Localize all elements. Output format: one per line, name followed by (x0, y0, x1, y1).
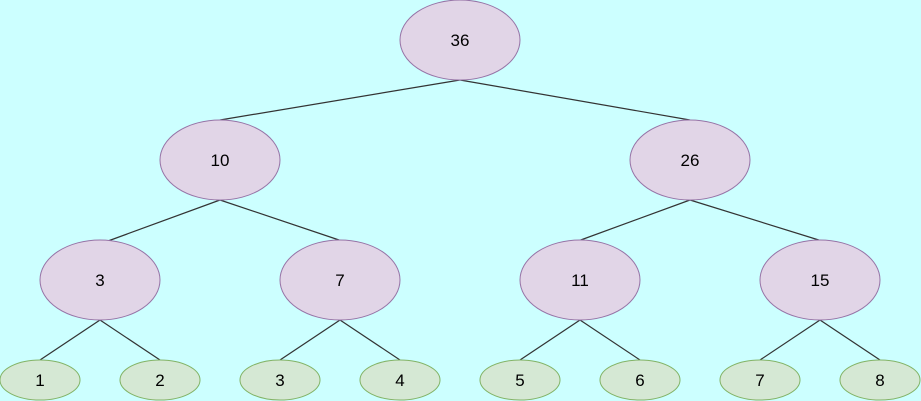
edge-root-to-26 (459, 79, 691, 121)
tree-node-level1-right: 26 (629, 119, 751, 201)
edge-7-to-3 (279, 319, 341, 361)
edge-3-to-2 (99, 319, 161, 361)
node-ellipse (39, 239, 161, 321)
node-ellipse (399, 0, 521, 81)
tree-leaf-2: 2 (119, 359, 201, 401)
edge-15-to-8 (819, 319, 881, 361)
tree-leaf-6: 6 (599, 359, 681, 401)
leaf-label: 4 (395, 371, 404, 390)
leaf-ellipse (479, 359, 561, 401)
leaf-ellipse (119, 359, 201, 401)
tree-node-level2-1: 3 (39, 239, 161, 321)
leaf-ellipse (359, 359, 441, 401)
leaf-label: 7 (755, 371, 764, 390)
node-label: 3 (95, 271, 104, 290)
edge-10-to-7 (219, 199, 343, 242)
leaf-label: 3 (275, 371, 284, 390)
tree-node-level1-left: 10 (159, 119, 281, 201)
leaf-ellipse (599, 359, 681, 401)
tree-leaf-4: 4 (359, 359, 441, 401)
node-ellipse (279, 239, 401, 321)
edge-26-to-15 (689, 199, 823, 242)
edge-root-to-10 (219, 79, 461, 121)
edge-15-to-7 (759, 319, 821, 361)
edge-3-to-1 (39, 319, 101, 361)
node-label: 10 (211, 151, 230, 170)
node-ellipse (519, 239, 641, 321)
tree-edges (39, 79, 881, 361)
edge-10-to-3 (107, 199, 221, 242)
leaf-ellipse (239, 359, 321, 401)
leaf-label: 8 (875, 371, 884, 390)
node-label: 7 (335, 271, 344, 290)
node-label: 36 (451, 31, 470, 50)
node-label: 26 (681, 151, 700, 170)
edge-11-to-5 (519, 319, 581, 361)
tree-leaf-7: 7 (719, 359, 801, 401)
leaf-ellipse (719, 359, 801, 401)
edge-11-to-6 (579, 319, 641, 361)
edge-26-to-11 (577, 199, 691, 242)
leaf-label: 6 (635, 371, 644, 390)
leaf-ellipse (839, 359, 921, 401)
tree-leaf-5: 5 (479, 359, 561, 401)
leaf-label: 2 (155, 371, 164, 390)
edge-7-to-4 (339, 319, 401, 361)
tree-node-root: 36 (399, 0, 521, 81)
tree-node-level2-3: 11 (519, 239, 641, 321)
tree-node-level2-2: 7 (279, 239, 401, 321)
leaf-label: 1 (35, 371, 44, 390)
node-ellipse (759, 239, 881, 321)
node-ellipse (159, 119, 281, 201)
tree-leaf-8: 8 (839, 359, 921, 401)
tree-leaf-1: 1 (0, 359, 81, 401)
tree-leaf-3: 3 (239, 359, 321, 401)
leaf-ellipse (0, 359, 81, 401)
node-label: 15 (811, 271, 830, 290)
node-ellipse (629, 119, 751, 201)
leaf-label: 5 (515, 371, 524, 390)
tree-node-level2-4: 15 (759, 239, 881, 321)
node-label: 11 (571, 271, 589, 290)
